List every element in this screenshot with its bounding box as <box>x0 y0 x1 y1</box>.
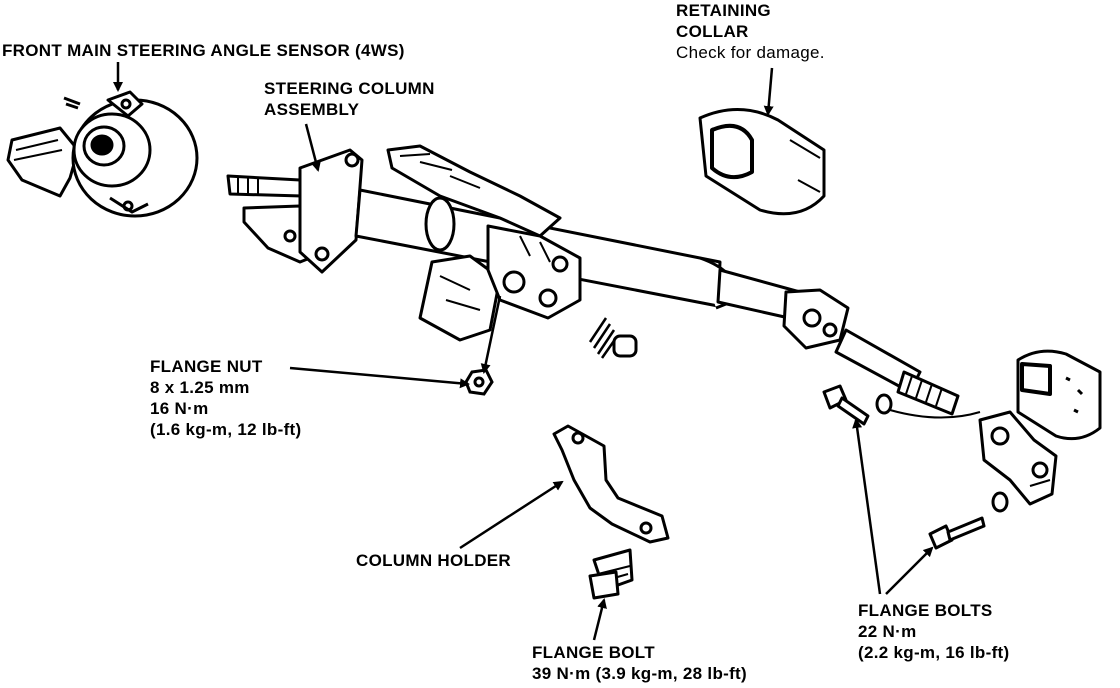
label-flange-nut-torque: 16 N·m <box>150 399 209 418</box>
retaining-collar <box>698 108 826 216</box>
label-flange-nut-torque-alt: (1.6 kg-m, 12 lb-ft) <box>150 420 302 439</box>
steering-column-body <box>226 144 960 416</box>
label-flange-bolt-title: FLANGE BOLT <box>532 643 655 662</box>
leader-lines <box>113 62 934 641</box>
flange-bolt <box>588 548 634 600</box>
lower-universal-joint <box>978 410 1058 506</box>
label-column-holder: COLUMN HOLDER <box>356 551 511 570</box>
label-flange-bolt: FLANGE BOLT 39 N·m (3.9 kg-m, 28 lb-ft) <box>532 642 747 684</box>
label-retaining-collar: RETAINING COLLAR Check for damage. <box>676 0 825 63</box>
label-front-sensor: FRONT MAIN STEERING ANGLE SENSOR (4WS) <box>2 41 405 60</box>
label-retaining-collar-line-1: RETAINING <box>676 1 771 20</box>
label-steering-column-line-2: ASSEMBLY <box>264 100 360 119</box>
label-flange-bolts: FLANGE BOLTS 22 N·m (2.2 kg-m, 16 lb-ft) <box>858 600 1009 663</box>
label-steering-column: STEERING COLUMN ASSEMBLY <box>264 78 435 120</box>
label-steering-column-line-1: STEERING COLUMN <box>264 79 435 98</box>
flange-bolts <box>822 384 1009 550</box>
shaft-collar-right <box>1016 349 1102 441</box>
label-flange-nut-size: 8 x 1.25 mm <box>150 378 250 397</box>
label-flange-nut: FLANGE NUT 8 x 1.25 mm 16 N·m (1.6 kg-m,… <box>150 356 301 440</box>
label-flange-nut-title: FLANGE NUT <box>150 357 263 376</box>
flange-nut <box>464 368 494 396</box>
steering-angle-sensor <box>6 90 199 218</box>
label-retaining-collar-line-2: COLLAR <box>676 22 749 41</box>
label-flange-bolt-torque: 39 N·m (3.9 kg-m, 28 lb-ft) <box>532 664 747 683</box>
label-flange-bolts-torque: 22 N·m <box>858 622 917 641</box>
label-retaining-collar-note: Check for damage. <box>676 43 825 62</box>
label-flange-bolts-title: FLANGE BOLTS <box>858 601 993 620</box>
label-flange-bolts-torque-alt: (2.2 kg-m, 16 lb-ft) <box>858 643 1010 662</box>
column-holder <box>552 424 670 544</box>
